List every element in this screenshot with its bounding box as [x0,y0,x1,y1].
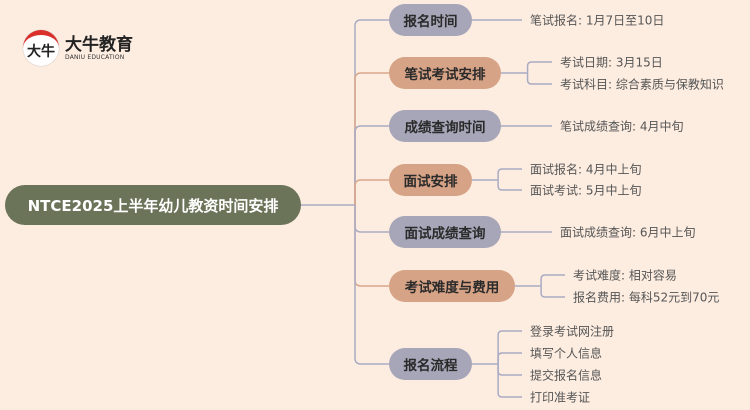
branch-node[interactable]: 成绩查询时间 [389,110,501,142]
branch-connector [354,19,389,205]
leaf-item[interactable]: 笔试成绩查询: 4月中旬 [560,119,684,134]
branch-connector [354,205,389,287]
root-node[interactable]: NTCE2025上半年幼儿教资时间安排 [5,185,301,225]
branch-node[interactable]: 报名时间 [389,4,472,36]
branch-node[interactable]: 考试难度与费用 [389,270,515,302]
branch-node[interactable]: 面试成绩查询 [389,216,501,248]
leaf-connector [497,364,522,376]
leaf-connector [497,352,522,364]
branch-connector [354,205,389,365]
leaf-connector [497,180,522,191]
branch-connector [354,125,389,205]
logo-name: 大牛教育 [65,34,133,55]
leaf-item[interactable]: 打印准考证 [530,390,591,405]
leaf-item[interactable]: 考试难度: 相对容易 [573,268,677,283]
leaf-connector [526,73,552,85]
leaf-item[interactable]: 面试考试: 5月中上旬 [530,183,642,198]
branch-connector [354,205,389,233]
leaf-connector [497,364,522,398]
leaf-connector [540,274,565,286]
leaf-connector [497,330,522,364]
leaf-item[interactable]: 面试成绩查询: 6月中上旬 [560,225,696,240]
logo: 大牛 大牛教育 DANIU EDUCATION [23,30,133,66]
leaf-item[interactable]: 笔试报名: 1月7日至10日 [530,13,665,28]
leaf-item[interactable]: 提交报名信息 [530,368,603,383]
leaf-connector [540,286,565,298]
leaf-item[interactable]: 考试日期: 3月15日 [560,55,663,70]
leaf-item[interactable]: 报名费用: 每科52元到70元 [573,290,720,305]
leaf-item[interactable]: 考试科目: 综合素质与保教知识 [560,77,724,92]
branch-node[interactable]: 报名流程 [389,348,472,380]
leaf-connector [497,168,522,180]
branch-node[interactable]: 面试安排 [389,164,472,196]
logo-mark: 大牛 [23,30,59,66]
branch-connector [354,179,389,205]
leaf-item[interactable]: 登录考试网注册 [530,324,615,339]
leaf-item[interactable]: 填写个人信息 [530,346,603,361]
branch-node[interactable]: 笔试考试安排 [389,57,501,89]
logo-tagline: DANIU EDUCATION [65,53,125,61]
branch-connector [354,72,389,205]
leaf-connector [526,61,552,73]
leaf-item[interactable]: 面试报名: 4月中上旬 [530,162,642,177]
